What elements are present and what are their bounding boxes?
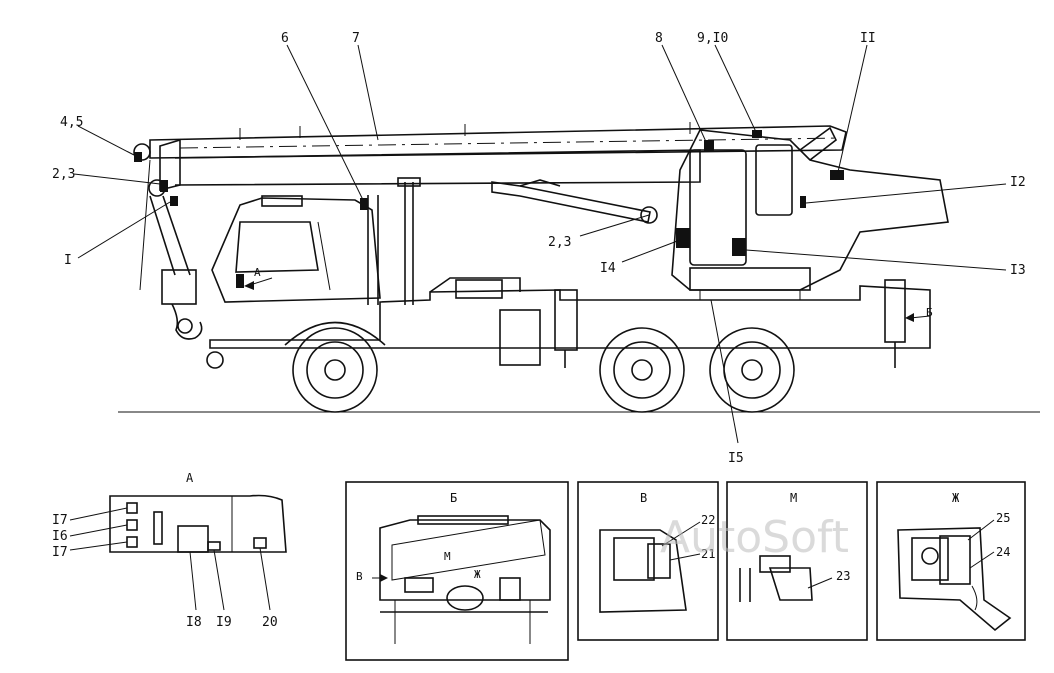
callout-4-5: 4,5 [60,115,83,130]
marker-13 [732,238,746,256]
chassis [209,177,931,368]
boom [149,122,847,192]
detail-zh-title: Ж [952,491,960,505]
detail-zh-callout-25: 25 [996,511,1010,525]
callout-12: I2 [1010,175,1026,190]
marker-a [236,274,244,288]
detail-a-callout-18: I8 [186,615,202,630]
detail-a-callout-17-top: I7 [52,513,68,528]
boom-head [133,143,203,340]
marker-9-10 [752,130,762,138]
detail-a-callout-20: 20 [262,615,278,630]
marker-1 [170,196,178,206]
callout-2-3-left: 2,3 [52,167,75,182]
front-fender [284,321,386,346]
detail-a: A I7 I6 I7 I8 I9 20 [52,471,287,630]
luffing-cylinder [491,179,658,224]
marker-2-3-left [160,180,168,192]
detail-v-callout-21: 21 [701,547,715,561]
rear-wheel-2 [709,327,795,413]
detail-v-callout-22: 22 [701,513,715,527]
detail-zh-callout-24: 24 [996,545,1010,559]
callout-11: II [860,31,876,46]
callout-13: I3 [1010,263,1026,278]
callout-6: 6 [281,31,289,46]
callout-7: 7 [352,31,360,46]
detail-zh: Ж 25 24 [876,481,1026,641]
tow-hook [206,351,224,369]
detail-a-callout-16: I6 [52,529,68,544]
detail-m: М 23 [726,481,868,641]
callout-9-10: 9,I0 [697,31,728,46]
marker-14 [676,228,690,248]
detail-a-callout-17-bottom: I7 [52,545,68,560]
view-b-arrow-label: Б [926,306,933,319]
detail-b: Б В М Ж [345,481,569,661]
callout-2-3-right: 2,3 [548,235,571,250]
marker-12 [800,196,806,208]
callout-14: I4 [600,261,616,276]
front-wheel [292,327,378,413]
view-a-arrow-label: A [254,266,261,279]
marker-6 [360,198,368,210]
marker-11 [830,170,844,180]
detail-b-view-m-label: М [444,550,451,563]
watermark: AutoSoft [660,512,849,563]
marker-8 [704,140,714,152]
detail-m-callout-23: 23 [836,569,850,583]
truck-crane-side-view: 4,5 2,3 I 6 7 8 9,I0 II I2 I3 I4 2,3 I5 … [52,31,1040,466]
detail-b-view-v-label: В [356,570,363,583]
marker-4-5 [134,152,142,162]
detail-b-title: Б [450,491,457,505]
callout-1: I [64,253,72,268]
detail-v: В 22 21 [577,481,719,641]
detail-v-title: В [640,491,647,505]
detail-m-title: М [790,491,797,505]
detail-a-callout-19: I9 [216,615,232,630]
leader-lines [73,44,1007,444]
callout-15: I5 [728,451,744,466]
callout-8: 8 [655,31,663,46]
rear-wheel-1 [599,327,685,413]
detail-a-title: A [186,471,194,485]
crane-cabin [671,126,949,300]
detail-b-view-zh-label: Ж [474,568,481,581]
